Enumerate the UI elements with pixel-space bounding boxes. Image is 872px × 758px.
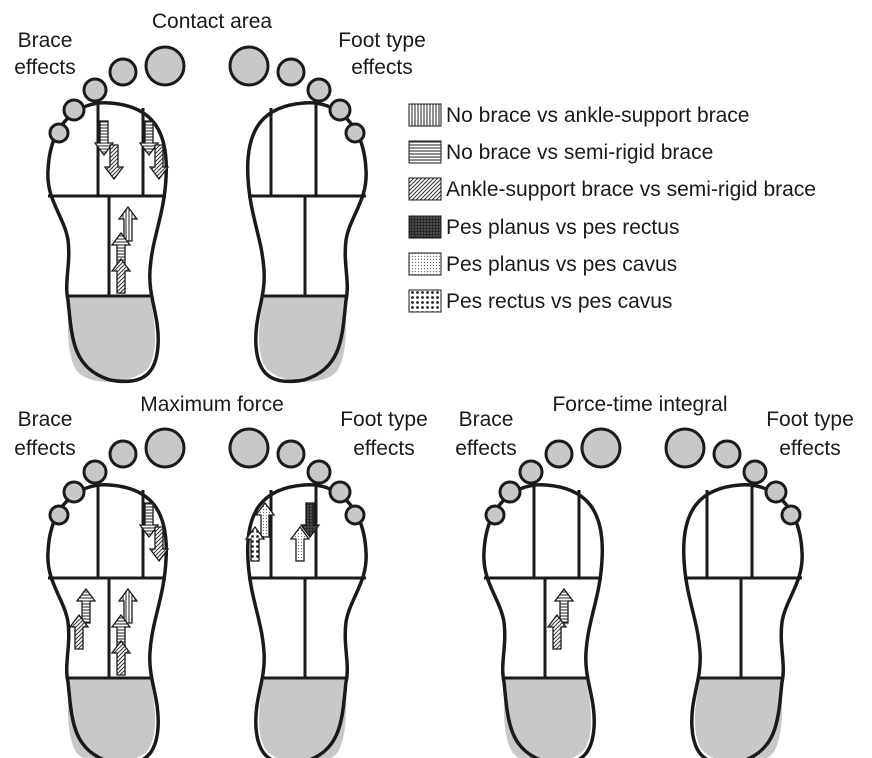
toe: [146, 429, 184, 467]
left-label-line2: effects: [14, 56, 75, 79]
right-label-line1: Foot type: [338, 29, 426, 52]
right-label-line1: Foot type: [766, 408, 854, 431]
foot-shape: [48, 47, 184, 382]
toe: [110, 441, 136, 467]
left-foot: [484, 429, 620, 758]
toe: [308, 79, 330, 101]
toe: [346, 124, 364, 142]
heel-region: [504, 678, 591, 758]
legend-label: Pes rectus vs pes cavus: [446, 290, 672, 313]
right-foot: [230, 429, 366, 758]
toe: [486, 506, 504, 524]
heel-region: [68, 678, 155, 758]
left-foot: [48, 47, 184, 382]
legend-item: Pes planus vs pes rectus: [409, 216, 679, 239]
heel-region: [695, 678, 782, 758]
right-label-line1: Foot type: [340, 408, 428, 431]
legend-label: No brace vs ankle-support brace: [446, 104, 750, 127]
toe: [330, 482, 350, 502]
toe: [546, 441, 572, 467]
heel-region: [259, 296, 346, 382]
toe: [84, 79, 106, 101]
legend-item: Pes planus vs pes cavus: [409, 253, 677, 276]
toe: [64, 100, 84, 120]
legend: No brace vs ankle-support brace No brace…: [409, 104, 816, 313]
left-label-line1: Brace: [18, 29, 73, 52]
foot-shape: [484, 429, 620, 758]
legend-swatch-vertical-lines: [409, 104, 441, 126]
legend-swatch-dark-grid: [409, 216, 441, 238]
legend-label: Ankle-support brace vs semi-rigid brace: [446, 178, 816, 201]
toe: [766, 482, 786, 502]
toe: [230, 429, 268, 467]
toe: [146, 47, 184, 85]
panel-title: Contact area: [152, 10, 273, 33]
right-label-line2: effects: [353, 437, 414, 460]
arrow-up-diagonal-lines: [112, 641, 130, 675]
left-label-line1: Brace: [459, 408, 514, 431]
left-label-line2: effects: [14, 437, 75, 460]
legend-swatch-diagonal-lines: [409, 178, 441, 200]
toe: [782, 506, 800, 524]
foot-shape: [230, 47, 366, 382]
legend-swatch-fine-dots: [409, 253, 441, 275]
legend-swatch-horizontal-lines: [409, 141, 441, 163]
toe: [110, 59, 136, 85]
arrows-left: [548, 589, 573, 649]
heel-region: [259, 678, 346, 758]
legend-item: No brace vs semi-rigid brace: [409, 141, 713, 164]
right-foot: [230, 47, 366, 382]
right-foot: [666, 429, 802, 758]
toe: [84, 461, 106, 483]
toe: [744, 461, 766, 483]
left-foot: [48, 429, 184, 758]
right-label-line2: effects: [779, 437, 840, 460]
left-label-line1: Brace: [18, 408, 73, 431]
toe: [520, 461, 542, 483]
toe: [308, 461, 330, 483]
legend-label: No brace vs semi-rigid brace: [446, 141, 713, 164]
toe: [278, 59, 304, 85]
toe: [50, 506, 68, 524]
toe: [666, 429, 704, 467]
arrows-left: [70, 503, 168, 675]
panel-maximum-force: Maximum force Brace effects Foot type ef…: [14, 393, 428, 758]
right-label-line2: effects: [351, 56, 412, 79]
legend-swatch-large-dots: [409, 290, 441, 312]
arrow-up-diagonal-lines: [112, 259, 130, 293]
legend-item: Ankle-support brace vs semi-rigid brace: [409, 178, 816, 201]
foot-shape: [666, 429, 802, 758]
legend-item: No brace vs ankle-support brace: [409, 104, 750, 127]
foot-shape: [48, 429, 184, 758]
legend-item: Pes rectus vs pes cavus: [409, 290, 672, 313]
toe: [582, 429, 620, 467]
panel-title: Force-time integral: [552, 393, 727, 416]
legend-label: Pes planus vs pes cavus: [446, 253, 677, 276]
toe: [346, 506, 364, 524]
toe: [230, 47, 268, 85]
legend-label: Pes planus vs pes rectus: [446, 216, 679, 239]
toe: [330, 100, 350, 120]
toe: [64, 482, 84, 502]
toe: [714, 441, 740, 467]
foot-shape: [230, 429, 366, 758]
panel-force-time-integral: Force-time integral Brace effects Foot t…: [455, 393, 854, 758]
panel-contact-area: Contact area Brace effects Foot type eff…: [14, 10, 426, 382]
panel-title: Maximum force: [140, 393, 284, 416]
arrows-left: [95, 121, 168, 293]
toe: [278, 441, 304, 467]
heel-region: [68, 296, 155, 382]
left-label-line2: effects: [455, 437, 516, 460]
toe: [50, 124, 68, 142]
toe: [500, 482, 520, 502]
